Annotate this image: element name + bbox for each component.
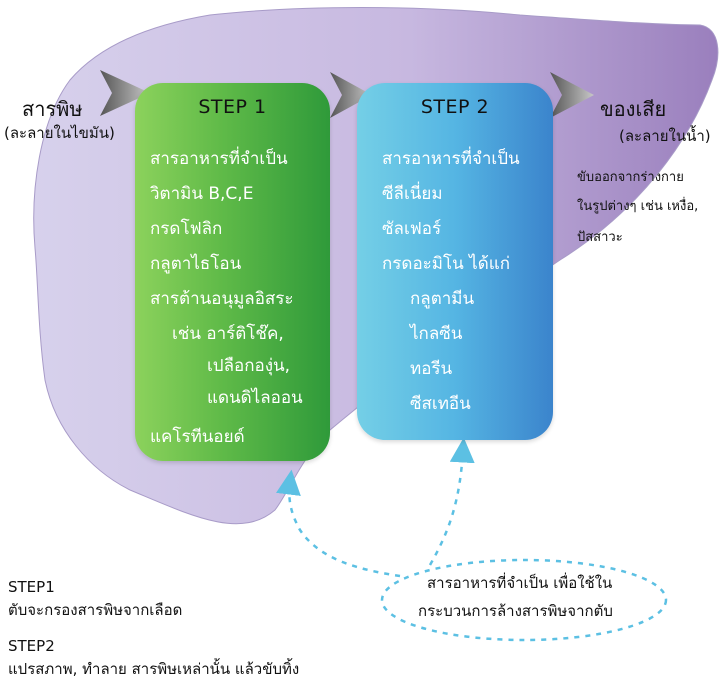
- toxin-label: สารพิษ: [22, 97, 83, 121]
- dashed-arrow-to-step1: [276, 469, 401, 578]
- step2-item: กลูตามีน: [410, 289, 475, 309]
- footer-step2-label: STEP2: [8, 637, 55, 655]
- footer-step1-text: ตับจะกรองสารพิษจากเลือด: [8, 601, 183, 619]
- toxin-sublabel: (ละลายในไขมัน): [4, 124, 115, 142]
- step1-item: แคโรทีนอยด์: [150, 427, 245, 447]
- step2-item: ซีลีเนี่ยม: [382, 184, 443, 204]
- chevron-arrow-icon: [550, 72, 594, 118]
- step2-item: ไกลซีน: [410, 324, 463, 344]
- step1-item: แดนดิไลออน: [207, 388, 303, 408]
- step1-item: วิตามิน B,C,E: [150, 184, 254, 204]
- excretion-line: ปัสสาวะ: [577, 230, 623, 245]
- nutrient-note-line: สารอาหารที่จำเป็น เพื่อใช้ใน: [427, 574, 613, 592]
- step2-item: สารอาหารที่จำเป็น: [382, 149, 520, 169]
- step2-item: ทอรีน: [410, 359, 453, 379]
- excretion-line: ขับออกจากร่างกาย: [577, 170, 684, 185]
- footer-step2-text: แปรสภาพ, ทำลาย สารพิษเหล่านั้น แล้วขับทิ…: [8, 660, 300, 678]
- step1-item: กรดโฟลิก: [150, 219, 223, 239]
- step1-item: เช่น อาร์ติโช๊ค,: [172, 324, 284, 344]
- chevron-arrow-icon: [100, 70, 150, 116]
- waste-label: ของเสีย: [600, 97, 667, 121]
- nutrient-note-ellipse: [380, 558, 668, 642]
- dashed-arrow-to-step2: [428, 437, 475, 566]
- step1-item: กลูตาไธโอน: [150, 254, 242, 274]
- step1-item: สารอาหารที่จำเป็น: [150, 149, 288, 169]
- step1-item: สารต้านอนุมูลอิสระ: [150, 289, 294, 309]
- step2-item: กรดอะมิโน ได้แก่: [382, 254, 511, 274]
- step1-box: STEP 1 สารอาหารที่จำเป็น วิตามิน B,C,E ก…: [135, 83, 330, 461]
- step2-item: ซีสเทอีน: [410, 394, 471, 414]
- step1-title: STEP 1: [198, 96, 267, 118]
- step1-item: เปลือกองุ่น,: [207, 356, 291, 376]
- step2-item: ซัลเฟอร์: [382, 219, 442, 239]
- step2-title: STEP 2: [420, 96, 490, 118]
- chevron-arrow-icon: [330, 72, 372, 118]
- footer-step1-label: STEP1: [8, 578, 55, 596]
- waste-sublabel: (ละลายในน้ำ): [619, 127, 711, 145]
- nutrient-note-line: กระบวนการล้างสารพิษจากตับ: [418, 602, 613, 620]
- excretion-line: ในรูปต่างๆ เช่น เหงื่อ,: [577, 199, 699, 214]
- step2-box: STEP 2 สารอาหารที่จำเป็น ซีลีเนี่ยม ซัลเ…: [357, 83, 553, 440]
